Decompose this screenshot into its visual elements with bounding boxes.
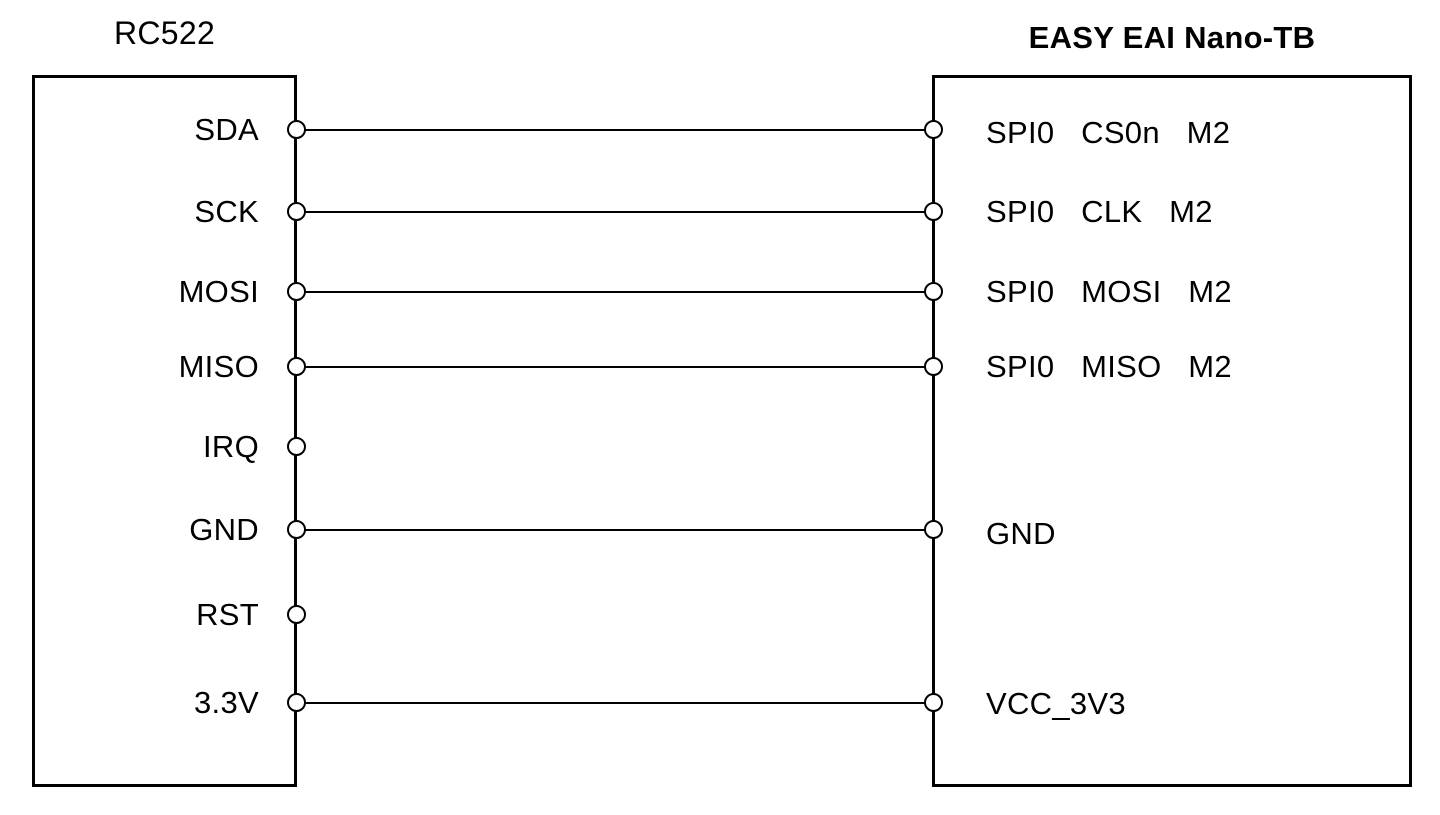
left-module-title: RC522: [113, 15, 216, 51]
pin-terminal-irq: [287, 437, 306, 456]
pin-label-spi0-clk: SPI0 CLK M2: [986, 194, 1213, 229]
pin-label-irq: IRQ: [202, 429, 259, 464]
wire-sda-to-spi0-cs0n: [296, 129, 933, 131]
pin-label-vcc-3v3: VCC_3V3: [986, 686, 1126, 721]
pin-terminal-spi0-clk: [924, 202, 943, 221]
pin-label-spi0-miso: SPI0 MISO M2: [986, 349, 1232, 384]
pin-terminal-vcc-3v3: [924, 693, 943, 712]
rc522-module-box: [32, 75, 297, 787]
pin-label-mosi: MOSI: [178, 274, 259, 309]
wire-3v3-to-vcc-3v3: [296, 702, 933, 704]
nano-tb-module-box: [932, 75, 1412, 787]
pin-label-sda: SDA: [194, 112, 259, 147]
wire-sck-to-spi0-clk: [296, 211, 933, 213]
pin-terminal-spi0-miso: [924, 357, 943, 376]
pin-terminal-sda: [287, 120, 306, 139]
pin-terminal-rst: [287, 605, 306, 624]
pin-terminal-sck: [287, 202, 306, 221]
wire-mosi-to-spi0-mosi: [296, 291, 933, 293]
pin-terminal-gnd-right: [924, 520, 943, 539]
pin-label-spi0-cs0n: SPI0 CS0n M2: [986, 115, 1231, 150]
pin-terminal-spi0-cs0n: [924, 120, 943, 139]
pin-terminal-3v3: [287, 693, 306, 712]
pin-label-gnd-right: GND: [986, 516, 1056, 551]
pin-label-rst: RST: [196, 597, 259, 632]
pin-label-gnd: GND: [189, 512, 259, 547]
wire-miso-to-spi0-miso: [296, 366, 933, 368]
pin-label-sck: SCK: [194, 194, 259, 229]
pin-terminal-gnd: [287, 520, 306, 539]
pin-terminal-mosi: [287, 282, 306, 301]
wire-gnd-to-gnd: [296, 529, 933, 531]
pin-label-3v3: 3.3V: [194, 685, 259, 720]
pin-terminal-spi0-mosi: [924, 282, 943, 301]
pin-label-miso: MISO: [178, 349, 259, 384]
right-module-title: EASY EAI Nano-TB: [1028, 20, 1316, 55]
pin-label-spi0-mosi: SPI0 MOSI M2: [986, 274, 1232, 309]
pin-terminal-miso: [287, 357, 306, 376]
